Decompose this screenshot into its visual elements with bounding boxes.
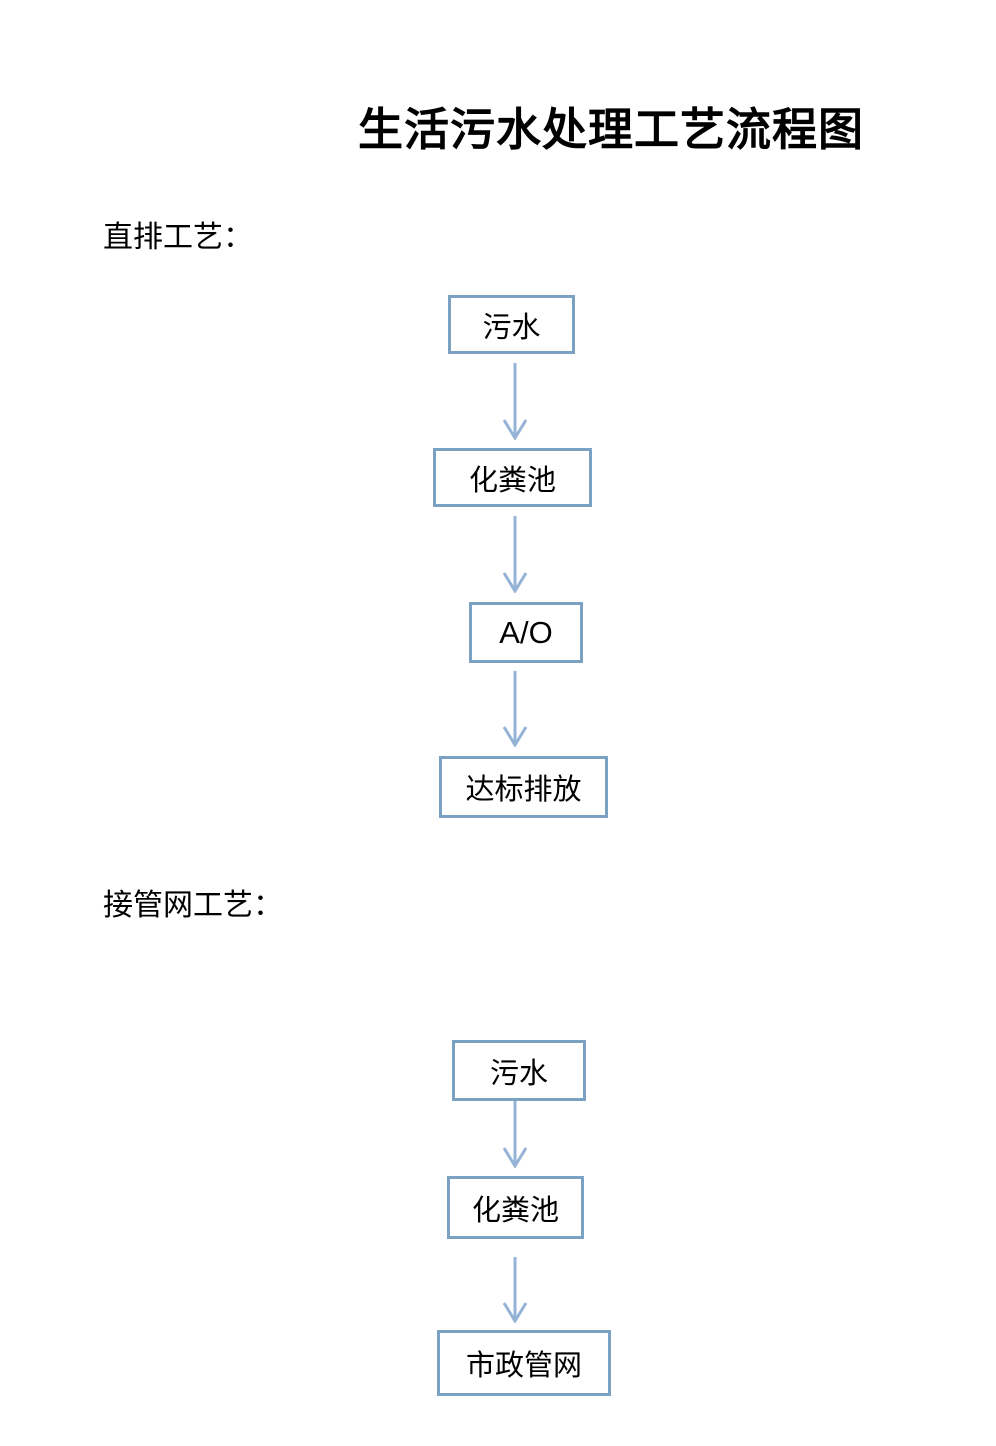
flow-box-septic-tank-2: 化粪池 — [447, 1176, 584, 1239]
flow-box-municipal-pipe-network: 市政管网 — [437, 1330, 611, 1396]
arrow-down-icon — [502, 516, 528, 593]
flow-box-standard-discharge: 达标排放 — [439, 756, 608, 818]
section-label-pipe-network: 接管网工艺： — [103, 889, 283, 922]
arrow-down-icon — [502, 671, 528, 747]
arrow-down-icon — [502, 1257, 528, 1323]
flow-box-ao-process: A/O — [469, 602, 583, 663]
flow-box-sewage-2: 污水 — [452, 1040, 586, 1101]
flow-box-sewage-1: 污水 — [448, 295, 575, 354]
section-label-direct-discharge: 直排工艺： — [103, 221, 253, 254]
page-title: 生活污水处理工艺流程图 — [358, 104, 865, 155]
flow-box-septic-tank-1: 化粪池 — [433, 448, 592, 507]
arrow-down-icon — [502, 1101, 528, 1168]
arrow-down-icon — [502, 363, 528, 440]
